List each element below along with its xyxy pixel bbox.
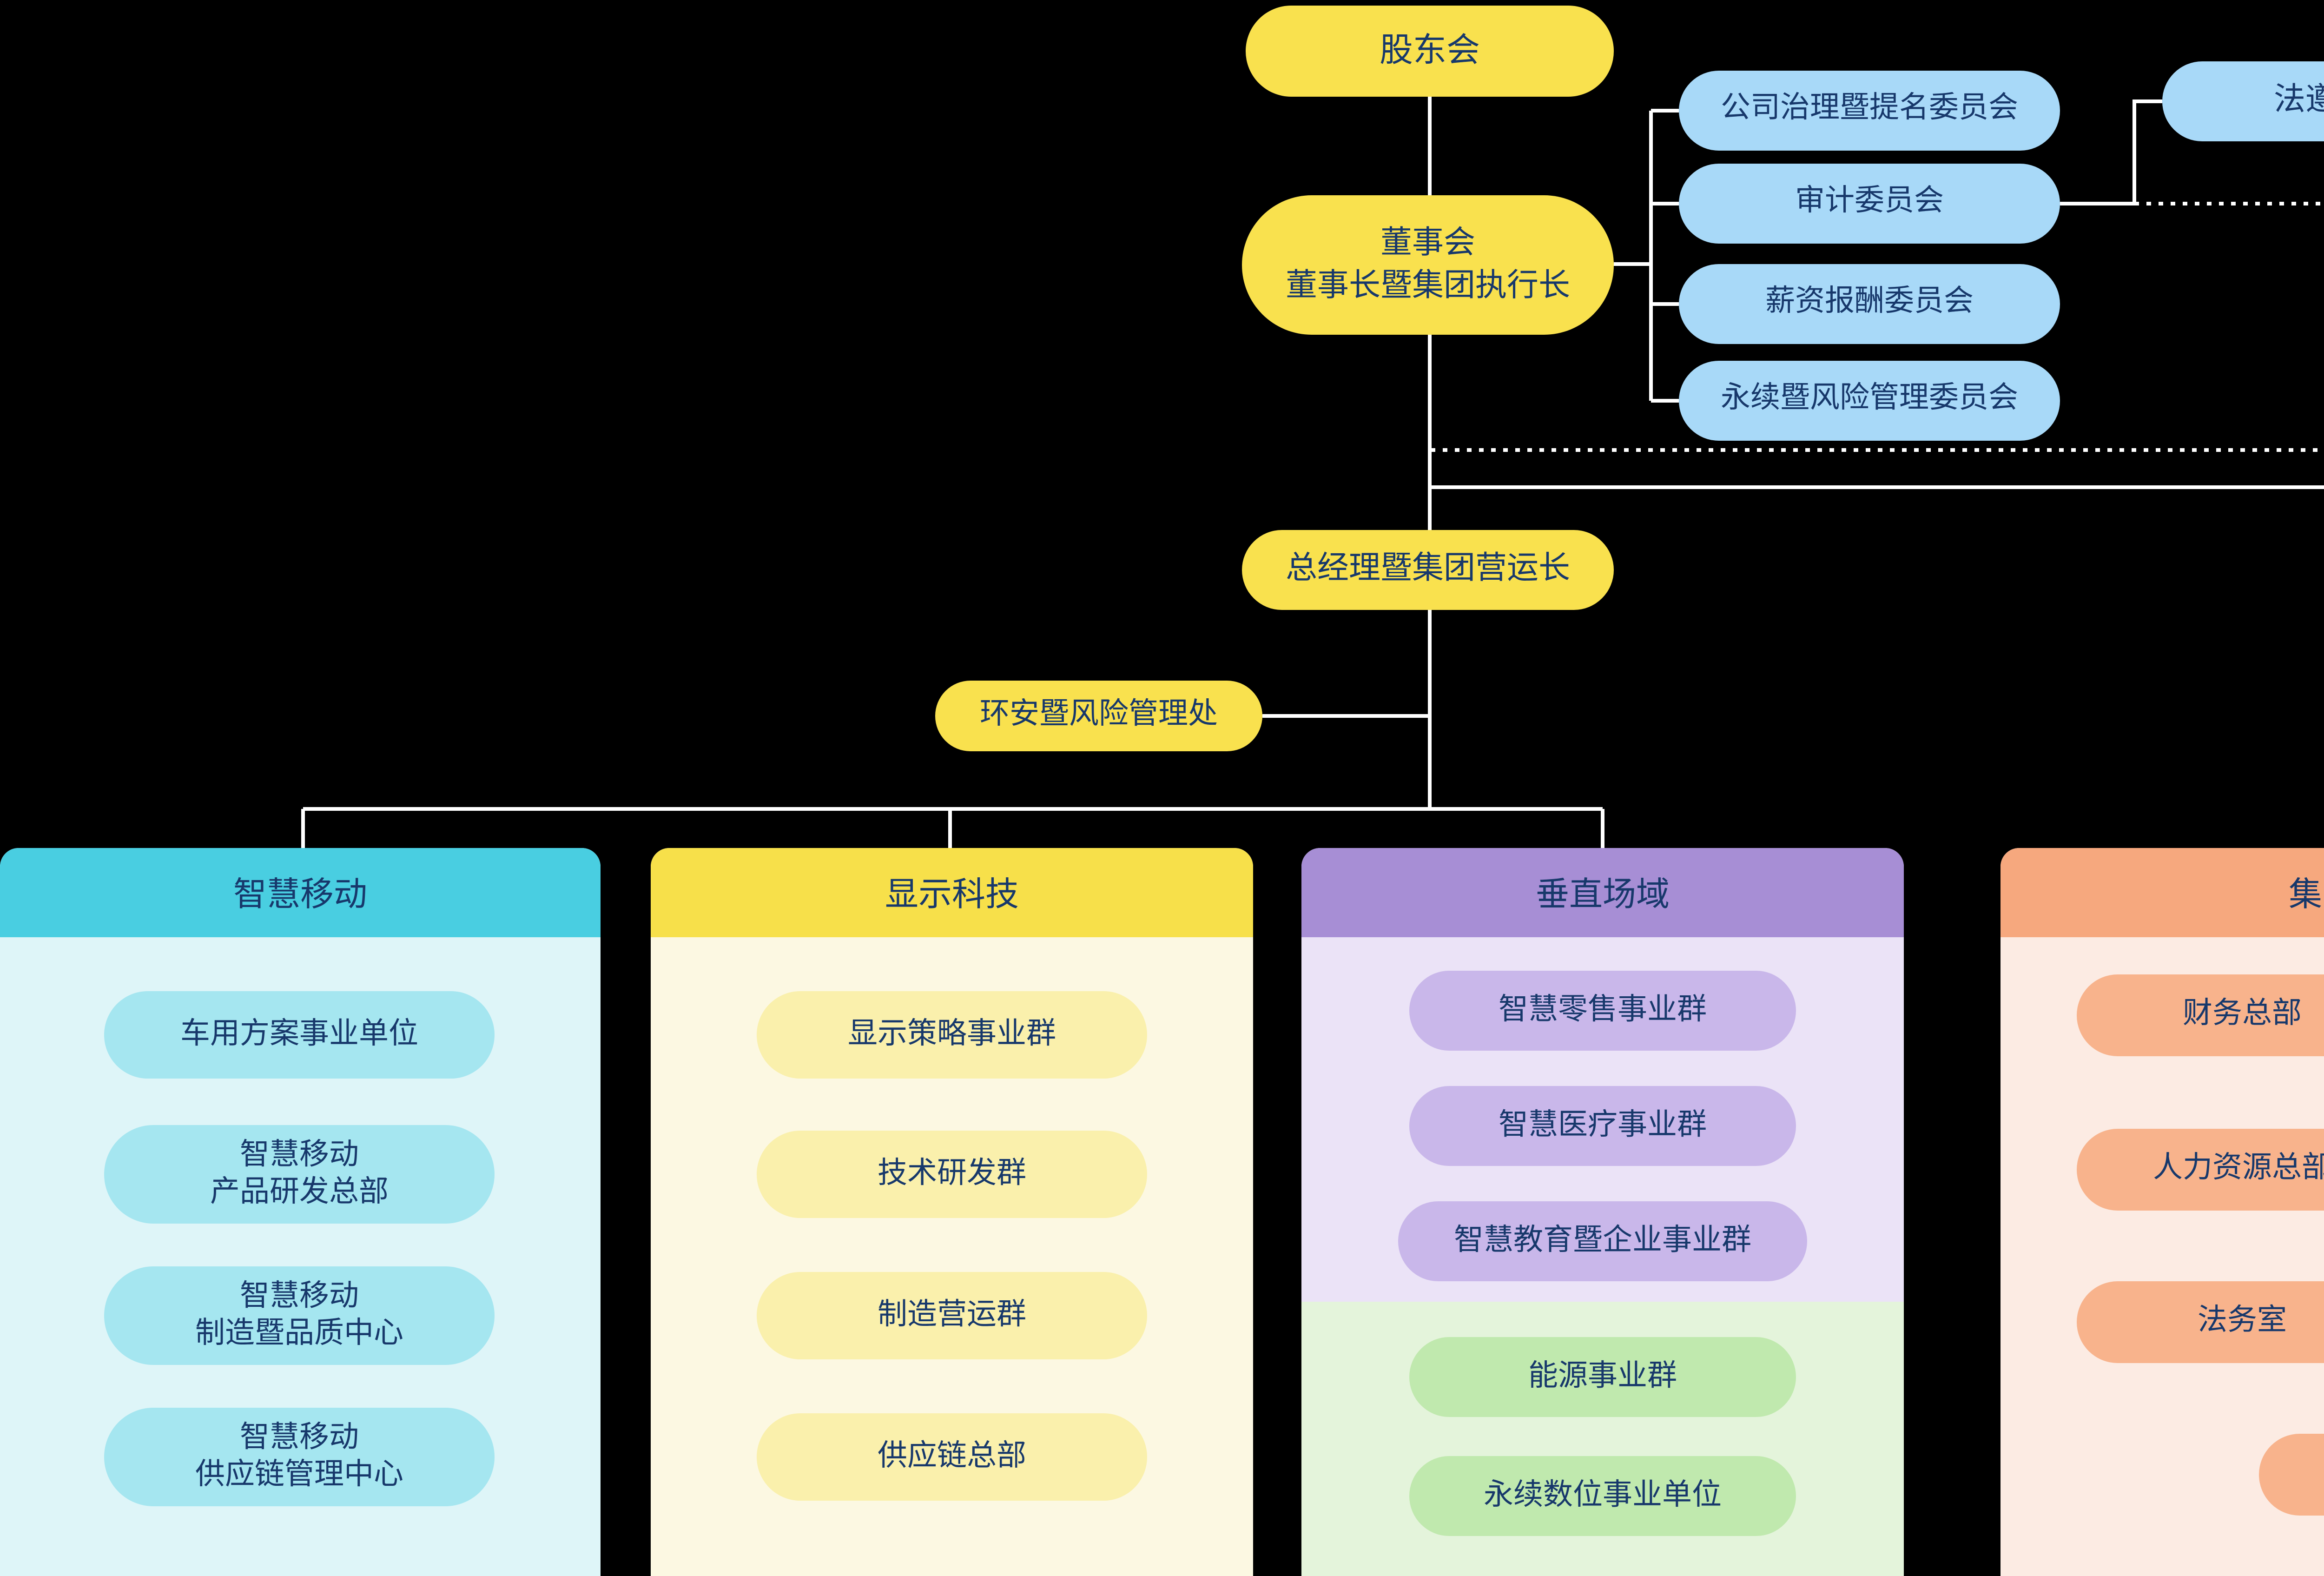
node-board-of-directors: 董事会 董事长暨集团执行长 <box>1242 195 1614 335</box>
division-item: 车用方案事业单位 <box>104 991 495 1079</box>
division-item: 永续数位事业单位 <box>1409 1456 1796 1536</box>
division-item: 智慧移动 供应链管理中心 <box>104 1408 495 1506</box>
division-item: 智慧医疗事业群 <box>1409 1086 1796 1166</box>
division-item: 制造营运群 <box>757 1272 1147 1359</box>
division-item: 智慧移动 产品研发总部 <box>104 1125 495 1224</box>
division-item: 显示策略事业群 <box>757 991 1147 1079</box>
division-item: 供应链总部 <box>757 1413 1147 1501</box>
node-shareholders-meeting: 股东会 <box>1246 6 1614 97</box>
division-item: 智慧移动 制造暨品质中心 <box>104 1266 495 1365</box>
division-group-support-header: 集团营运支援单位 <box>2000 848 2324 937</box>
division-item: 人力资源总部 <box>2077 1129 2324 1211</box>
committee-compensation: 薪资报酬委员会 <box>1679 264 2060 344</box>
division-display-technology: 显示科技 显示策略事业群 技术研发群 制造营运群 供应链总部 <box>651 848 1253 1576</box>
division-item: 财务总部 <box>2077 974 2324 1056</box>
node-chief-compliance-counsel: 法遵总顾问 <box>2162 61 2324 141</box>
node-president-coo: 总经理暨集团营运长 <box>1242 530 1614 610</box>
division-vertical-domains-header: 垂直场域 <box>1301 848 1904 937</box>
committee-governance-nomination: 公司治理暨提名委员会 <box>1679 71 2060 151</box>
division-smart-mobility: 智慧移动 车用方案事业单位 智慧移动 产品研发总部 智慧移动 制造暨品质中心 智… <box>0 848 601 1576</box>
committee-audit: 审计委员会 <box>1679 164 2060 244</box>
division-item-audit-office: 稽核管理处 <box>2259 1434 2324 1516</box>
division-vertical-domains: 垂直场域 智慧零售事业群 智慧医疗事业群 智慧教育暨企业事业群 能源事业群 永续… <box>1301 848 1904 1576</box>
division-item: 能源事业群 <box>1409 1337 1796 1417</box>
division-item: 智慧教育暨企业事业群 <box>1398 1201 1807 1281</box>
division-smart-mobility-header: 智慧移动 <box>0 848 601 937</box>
division-item: 智慧零售事业群 <box>1409 971 1796 1051</box>
division-display-technology-header: 显示科技 <box>651 848 1253 937</box>
division-item: 法务室 <box>2077 1281 2324 1363</box>
committee-sustainability-risk: 永续暨风险管理委员会 <box>1679 361 2060 441</box>
division-group-support: 集团营运支援单位 财务总部 数位技术发展总部 人力资源总部 永续发展总部 法务室… <box>2000 848 2324 1576</box>
node-esh-risk-management-office: 环安暨风险管理处 <box>935 681 1262 751</box>
division-item: 技术研发群 <box>757 1131 1147 1218</box>
